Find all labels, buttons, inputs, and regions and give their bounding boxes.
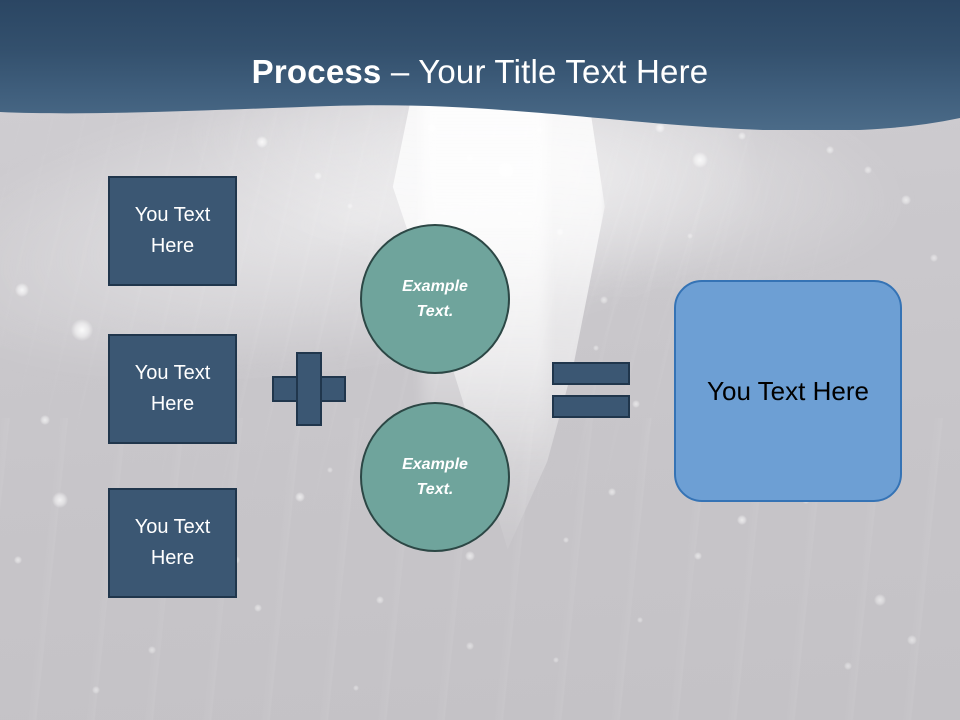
result-box-label: You Text Here <box>707 375 869 406</box>
page-title-rest: Your Title Text Here <box>418 53 709 90</box>
plus-icon-center-patch <box>298 378 320 400</box>
title-banner: Process – Your Title Text Here <box>0 0 960 130</box>
page-title: Process – Your Title Text Here <box>0 52 960 92</box>
equals-icon-top-bar <box>552 362 630 385</box>
equals-icon <box>552 362 630 418</box>
page-title-separator: – <box>381 53 419 90</box>
result-box[interactable]: You Text Here <box>674 280 902 502</box>
page-title-bold: Process <box>251 53 382 90</box>
plus-icon <box>272 352 346 426</box>
equals-icon-bottom-bar <box>552 395 630 418</box>
title-banner-fill <box>0 0 960 130</box>
